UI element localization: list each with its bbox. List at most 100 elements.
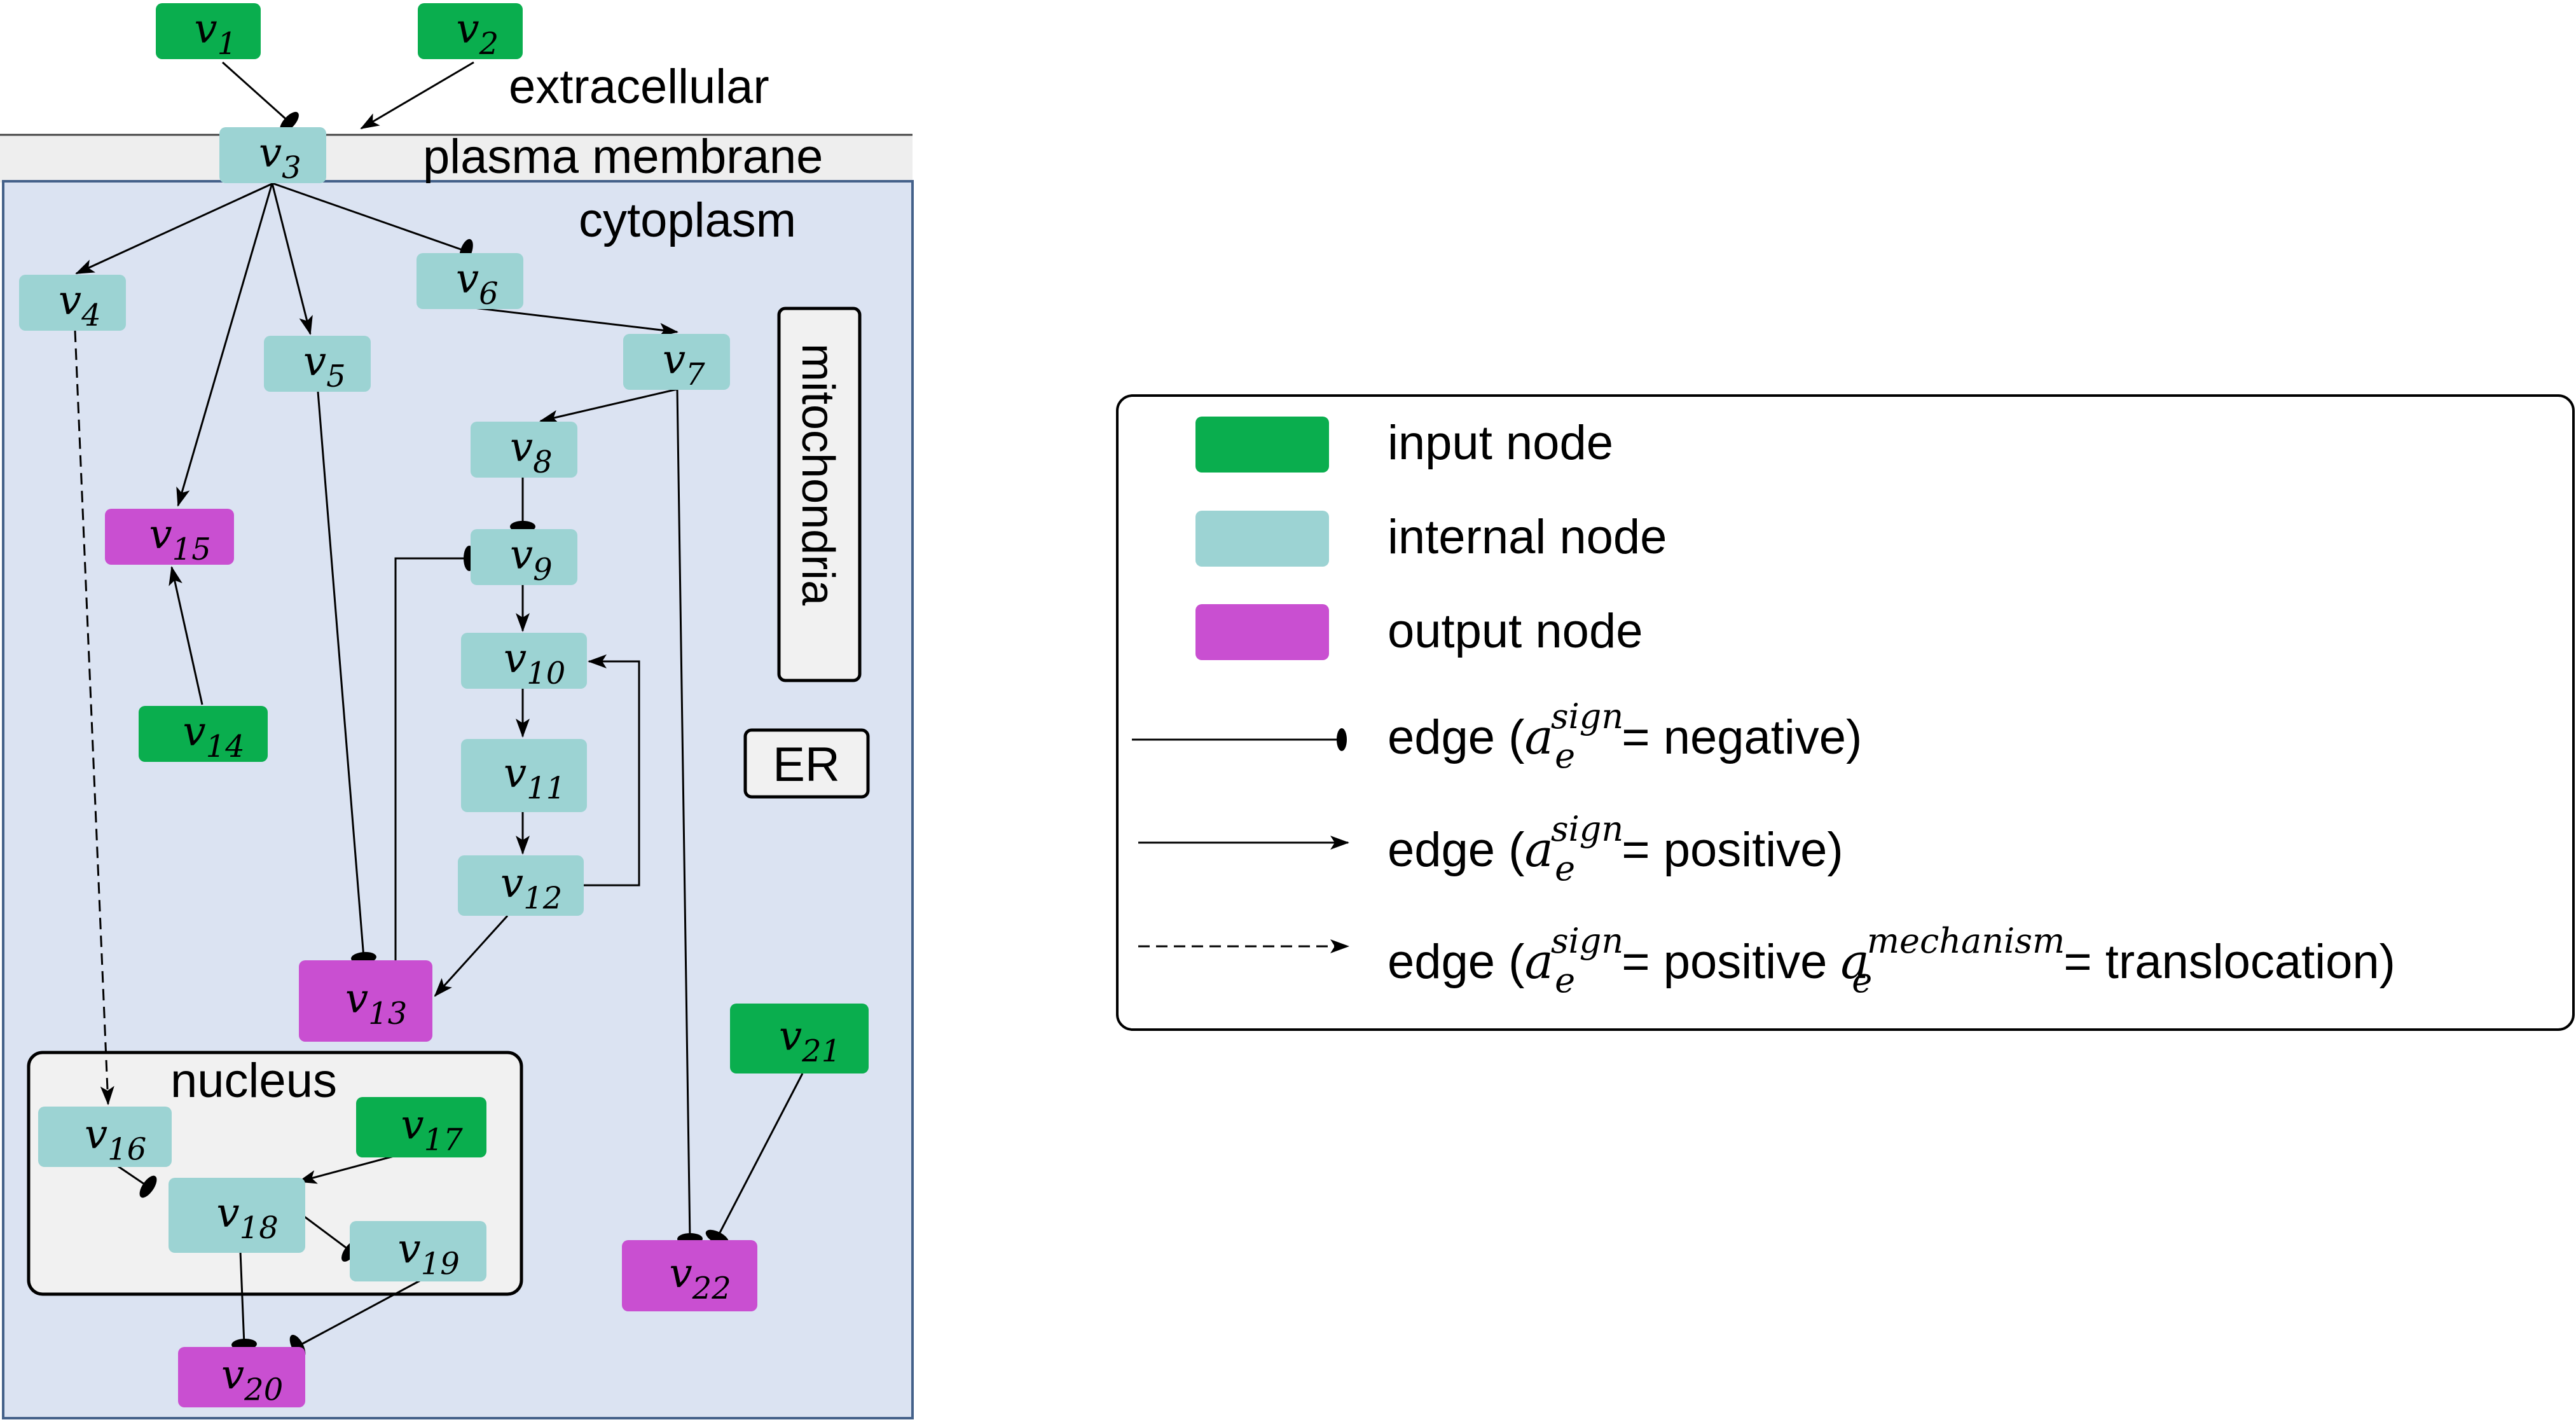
compartments: extracellular plasma membrane cytoplasm …	[0, 60, 914, 1419]
node-v22-box	[622, 1240, 757, 1311]
er-label: ER	[773, 738, 840, 792]
node-v5-box	[264, 336, 371, 392]
legend-output-label: output node	[1388, 604, 1643, 658]
node-v9-label: v9	[510, 532, 553, 588]
node-v18: v18	[169, 1178, 305, 1253]
node-v5-label: v5	[303, 338, 346, 394]
edge-v7-v8	[539, 388, 678, 424]
node-v21-label: v21	[779, 1013, 841, 1069]
node-v16-box	[38, 1107, 172, 1167]
edge-v4-v16-line	[74, 330, 114, 1105]
nucleus-label: nucleus	[170, 1054, 337, 1108]
legend-input-label: input node	[1388, 416, 1613, 470]
edge-v1-v3	[221, 61, 299, 133]
node-v8-box	[471, 422, 577, 478]
node-v9-box	[471, 529, 577, 585]
edge-v2-v3-line	[360, 61, 474, 130]
mitochondria-box	[777, 307, 862, 682]
edge-v6-v7	[473, 307, 678, 337]
node-v14-box	[139, 706, 268, 762]
edge-v12-v13-line	[434, 915, 509, 997]
node-v12-label: v12	[500, 860, 562, 916]
node-v2-label: v2	[457, 6, 499, 62]
node-v8: v8	[471, 422, 577, 480]
node-v6-box	[417, 253, 523, 309]
node-v20: v20	[178, 1347, 305, 1408]
node-v18-box	[169, 1178, 305, 1253]
node-v12: v12	[458, 855, 584, 916]
node-v3-label: v3	[259, 130, 301, 186]
node-v14: v14	[139, 706, 268, 764]
node-v10-box	[461, 633, 587, 689]
node-v7: v7	[623, 334, 730, 392]
edge-v12-v10	[584, 654, 640, 887]
mitochondria-label: mitochondria	[792, 343, 843, 606]
edge-v12-v13	[434, 915, 509, 997]
edge-v4-v16	[74, 330, 114, 1105]
edge-v7-v22-line	[676, 389, 691, 1239]
edge-v14-v15-line	[169, 566, 203, 705]
edge-v5-v13-line	[317, 391, 365, 958]
node-v19: v19	[350, 1221, 486, 1282]
edge-v1-v3-line	[221, 61, 291, 123]
legend: input node internal node output node edg…	[1116, 394, 2575, 1031]
node-v19-box	[350, 1221, 486, 1281]
node-v2-box	[418, 3, 523, 59]
node-v3: v3	[219, 127, 326, 186]
edge-v16-v18-inhibitor-head	[139, 1175, 157, 1198]
node-v18-label: v18	[217, 1190, 279, 1246]
edge-v7-v8-line	[539, 388, 678, 424]
plasma-membrane-label: plasma membrane	[423, 130, 823, 184]
node-v7-label: v7	[663, 336, 705, 392]
node-v11: v11	[461, 739, 587, 812]
edge-v3-v15	[176, 183, 273, 507]
extracellular-label: extracellular	[509, 60, 769, 114]
edge-v3-v6-line	[272, 182, 467, 252]
node-v17: v17	[356, 1097, 486, 1158]
edge-v6-v7-line	[473, 307, 678, 337]
node-v7-box	[623, 334, 730, 390]
edge-v14-v15	[169, 566, 203, 705]
node-v13-box	[299, 960, 432, 1042]
node-v19-label: v19	[398, 1226, 460, 1282]
edge-v3-v15-line	[176, 183, 273, 507]
plasma-membrane-band	[0, 135, 913, 183]
node-v10: v10	[461, 633, 587, 691]
edges-layer	[74, 61, 804, 1358]
edge-v21-v22-line	[716, 1073, 804, 1238]
node-v16-label: v16	[85, 1112, 146, 1168]
node-v13: v13	[299, 960, 432, 1042]
edge-v18-v19-line	[300, 1212, 351, 1252]
legend-internal-label: internal node	[1388, 510, 1667, 564]
node-v9: v9	[471, 529, 577, 588]
edge-v13-v9-line	[394, 557, 469, 960]
node-v21-box	[730, 1004, 869, 1073]
legend-negative-edge-head	[1337, 728, 1347, 751]
node-v1: v1	[156, 3, 261, 62]
legend-internal-swatch	[1195, 511, 1329, 567]
node-v11-box	[461, 739, 587, 812]
node-v2: v2	[418, 3, 523, 62]
node-v20-label: v20	[221, 1352, 283, 1408]
node-v15-label: v15	[149, 511, 211, 567]
node-v11-label: v11	[504, 750, 565, 806]
node-v17-label: v17	[401, 1102, 464, 1158]
node-v14-label: v14	[183, 708, 245, 764]
node-v3-box	[219, 127, 326, 183]
node-v10-label: v10	[504, 635, 565, 691]
edge-v3-v4-line	[75, 182, 274, 275]
edge-v19-v20-line	[297, 1280, 420, 1348]
edge-v3-v5-line	[271, 183, 313, 335]
edge-v3-v5	[271, 183, 313, 335]
node-v22: v22	[622, 1240, 757, 1311]
node-v4-box	[19, 275, 126, 331]
node-v20-box	[178, 1347, 305, 1407]
edge-v12-v10-line	[584, 654, 640, 887]
legend-input-swatch	[1195, 417, 1329, 473]
node-v6: v6	[417, 253, 523, 312]
